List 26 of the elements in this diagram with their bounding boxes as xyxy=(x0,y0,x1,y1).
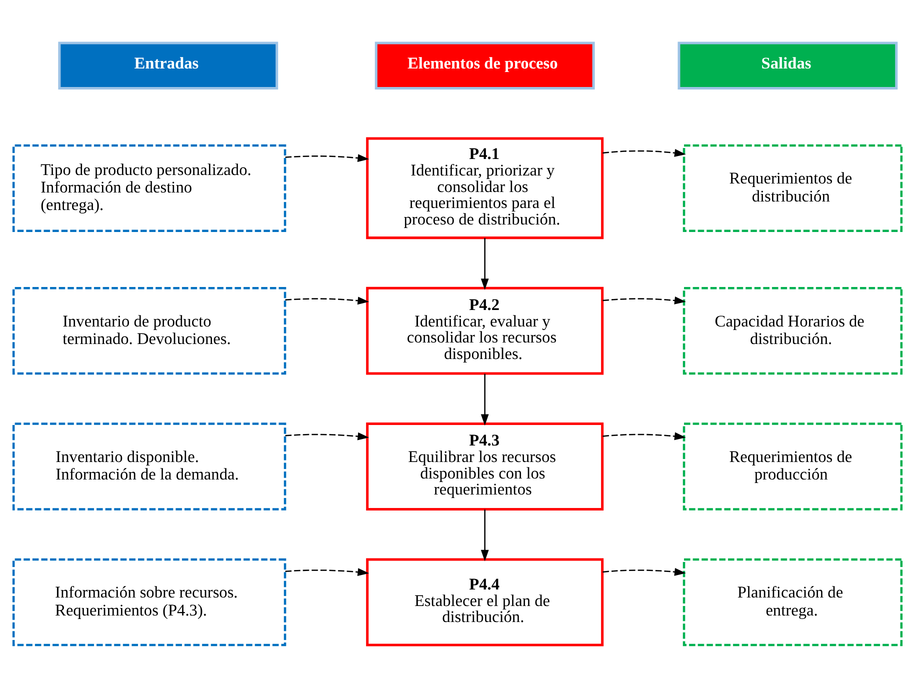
node-box: P4.3 Equilibrar los recursos disponibles con los requerimientos xyxy=(366,422,604,511)
node-box: Salidas xyxy=(678,42,898,90)
arrow xyxy=(480,238,489,290)
node-box: P4.2 Identificar, evaluar y consolidar los recursos disponibles. xyxy=(366,286,604,375)
node-box: Inventario disponible. Información de la demanda. xyxy=(12,422,286,510)
arrow xyxy=(285,432,370,440)
arrow xyxy=(602,296,686,304)
node-box: Requerimientos de distribución xyxy=(682,144,903,232)
node-box: Planificación de entrega. xyxy=(682,558,903,646)
node-box: P4.1 Identificar, priorizar y consolidar los requerimientos para el proceso de distribución. xyxy=(366,137,604,240)
node-box: Capacidad Horarios de distribución. xyxy=(682,286,903,375)
node-box: Tipo de producto personalizado. Información de destino (entrega). xyxy=(12,144,286,232)
arrow xyxy=(285,154,370,162)
node-box: P4.4 Establecer el plan de distribución. xyxy=(366,558,604,646)
arrow xyxy=(285,296,370,305)
arrow xyxy=(602,568,686,576)
node-box: Información sobre recursos. Requerimientos (P4.3). xyxy=(12,558,286,646)
node-box: Inventario de producto terminado. Devoluciones. xyxy=(12,286,286,375)
arrow xyxy=(285,568,370,576)
arrow xyxy=(480,374,489,426)
arrow xyxy=(602,432,686,440)
node-box: Elementos de proceso xyxy=(374,42,595,90)
node-box: Entradas xyxy=(58,42,278,90)
arrow xyxy=(480,510,489,562)
node-box: Requerimientos de producción xyxy=(682,422,903,510)
arrow xyxy=(602,149,686,157)
